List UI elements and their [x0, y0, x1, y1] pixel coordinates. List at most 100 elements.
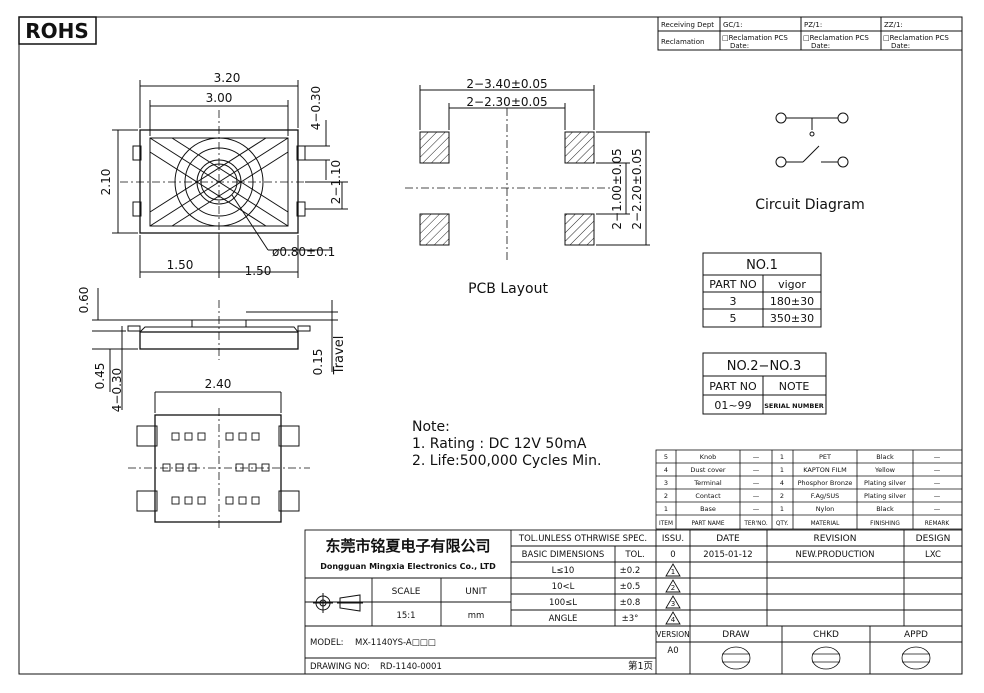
- dim-2-40: 2.40: [205, 377, 232, 391]
- issu-value: 0: [670, 550, 675, 560]
- tol-range: ANGLE: [549, 614, 578, 624]
- side-view: [92, 288, 338, 410]
- notes-title: Note:: [412, 419, 450, 435]
- no1-cell: 180±30: [770, 295, 814, 308]
- tol-header: TOL.: [624, 550, 644, 560]
- circuit-diagram: [775, 112, 849, 168]
- chkd-stamp: [811, 646, 841, 670]
- date-value: 2015-01-12: [703, 550, 752, 560]
- no1-header-vigor: vigor: [778, 278, 806, 291]
- sheet-border: [18, 16, 963, 675]
- pz-label: PZ/1:: [804, 21, 822, 29]
- bom-remark: —: [934, 453, 941, 461]
- dim-0-45: 0.45: [93, 363, 107, 390]
- note-life: 2. Life:500,000 Cycles Min.: [412, 453, 601, 469]
- bom-header-remark: REMARK: [925, 521, 950, 527]
- bom-part-name: Base: [700, 505, 716, 513]
- dim-diameter: ø0.80±0.1: [272, 245, 335, 259]
- no1-table: NO.1 PART NO vigor 3 180±30 5 350±30: [702, 252, 822, 328]
- no1-header-partno: PART NO: [709, 278, 757, 291]
- approval-stamps: [721, 646, 931, 670]
- design-header: DESIGN: [916, 534, 951, 544]
- tol-range: 10<L: [552, 582, 575, 592]
- pcb-layout: [405, 85, 650, 262]
- bom-item: 3: [664, 479, 668, 487]
- notes: Note: 1. Rating : DC 12V 50mA 2. Life:50…: [412, 419, 601, 469]
- bom-material: PET: [819, 453, 831, 461]
- dim-2-1-10: 2−1.10: [329, 160, 343, 204]
- bom-part-name: Terminal: [693, 479, 722, 487]
- note-rating: 1. Rating : DC 12V 50mA: [412, 436, 587, 452]
- bom-qty: 1: [780, 453, 784, 461]
- revision-value: NEW.PRODUCTION: [795, 550, 874, 560]
- dim-0-60: 0.60: [77, 287, 91, 314]
- dim-2-10: 2.10: [99, 169, 113, 196]
- reclamation-pcs-3: □Reclamation PCS: [883, 34, 949, 42]
- tol-value: ±3°: [622, 614, 639, 624]
- revision-triangle-label: 3: [671, 600, 675, 608]
- bom-remark: —: [934, 479, 941, 487]
- title-block-text: 东莞市铭夏电子有限公司 Dongguan Mingxia Electronics…: [310, 534, 950, 672]
- no1-cell: 5: [730, 312, 737, 325]
- circuit-diagram-label: Circuit Diagram: [755, 197, 865, 213]
- bom-finishing: Black: [876, 505, 894, 513]
- revision-triangle: [665, 595, 681, 609]
- version-header: VERSION: [656, 630, 690, 639]
- bom-table: [655, 449, 963, 530]
- chkd-header: CHKD: [813, 630, 839, 640]
- bom-part-name: Contact: [695, 492, 721, 500]
- receiving-dept-label: Receiving Dept: [661, 21, 714, 29]
- bom-ter-no: —: [753, 453, 760, 461]
- tol-title: TOL.UNLESS OTHRWISE SPEC.: [518, 534, 647, 544]
- bom-remark: —: [934, 505, 941, 513]
- dim-0-15: 0.15: [311, 349, 325, 376]
- bottom-view: [128, 391, 310, 530]
- reclamation-header: Receiving Dept GC/1: PZ/1: ZZ/1: Reclama…: [657, 16, 963, 51]
- model-value: MX-1140YS-A□□□: [355, 638, 436, 648]
- no1-title: NO.1: [746, 258, 778, 273]
- bom-material: Phosphor Bronze: [798, 479, 853, 487]
- bom-item: 5: [664, 453, 668, 461]
- draw-header: DRAW: [722, 630, 749, 640]
- no2-cell: 01~99: [714, 399, 751, 412]
- page-number: 第1页: [628, 660, 653, 672]
- model-label: MODEL:: [310, 638, 344, 648]
- dim-pcb-3-40: 2−3.40±0.05: [466, 77, 547, 91]
- scale-label: SCALE: [392, 587, 421, 597]
- bom-qty: 2: [780, 492, 784, 500]
- no2-header-partno: PART NO: [709, 380, 757, 393]
- date-header: DATE: [716, 534, 740, 544]
- dim-3-20: 3.20: [214, 71, 241, 85]
- unit-value: mm: [468, 611, 485, 621]
- side-view-dims: 0.60 0.45 4−0.30 0.15 Travel: [77, 287, 347, 413]
- pcb-dims: 2−3.40±0.05 2−2.30±0.05 2−1.00±0.05 2−2.…: [466, 77, 644, 297]
- bom-material: KAPTON FILM: [803, 466, 846, 474]
- reclamation-date-1: Date:: [730, 42, 749, 50]
- design-value: LXC: [925, 550, 941, 560]
- bom-qty: 1: [780, 505, 784, 513]
- appd-stamp: [901, 646, 931, 670]
- bom-qty: 4: [780, 479, 784, 487]
- bom-remark: —: [934, 466, 941, 474]
- basic-dimensions: BASIC DIMENSIONS: [522, 550, 605, 560]
- bom-finishing: Plating silver: [864, 492, 906, 500]
- tol-value: ±0.2: [620, 566, 641, 576]
- bom-finishing: Plating silver: [864, 479, 906, 487]
- reclamation-pcs-2: □Reclamation PCS: [803, 34, 869, 42]
- bom-ter-no: —: [753, 505, 760, 513]
- dim-pcb-2-30: 2−2.30±0.05: [466, 95, 547, 109]
- bom-header-item: ITEM: [659, 521, 673, 527]
- tol-value: ±0.8: [620, 598, 641, 608]
- revision-triangle: [665, 611, 681, 625]
- scale-value: 15:1: [396, 611, 415, 621]
- bom-material: F.Ag/SUS: [811, 492, 840, 500]
- draw-stamp: [721, 646, 751, 670]
- dim-3-00: 3.00: [206, 91, 233, 105]
- dim-1-50-right: 1.50: [245, 264, 272, 278]
- dim-1-50-left: 1.50: [167, 258, 194, 272]
- revision-triangle-label: 1: [671, 568, 675, 576]
- tol-range: L≤10: [552, 566, 575, 576]
